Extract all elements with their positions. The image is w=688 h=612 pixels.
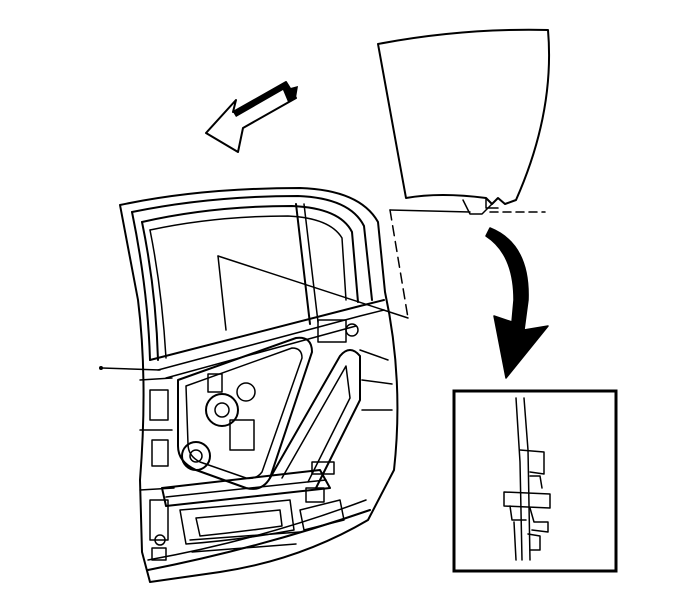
door-frame xyxy=(119,187,399,583)
detail-inset xyxy=(452,389,618,573)
leader-lines xyxy=(99,209,409,371)
window-regulator xyxy=(154,336,361,553)
direction-arrow xyxy=(205,81,298,153)
window-glass xyxy=(377,28,551,215)
detail-callout-arrow xyxy=(485,227,549,379)
